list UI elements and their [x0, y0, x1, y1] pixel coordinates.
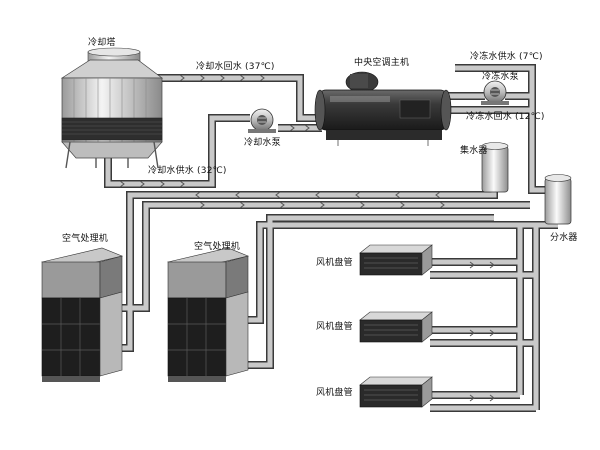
label-fcu-1: 风机盘管 [316, 258, 353, 268]
label-distributor: 分水器 [550, 233, 578, 243]
fan-coil-icon [359, 244, 433, 276]
label-fcu-2: 风机盘管 [316, 322, 353, 332]
fan-coil-icon [359, 376, 433, 408]
air-handler-icon [41, 247, 123, 382]
label-cooling-return: 冷却水回水 (37℃) [196, 62, 275, 72]
fan-coil-icon [359, 311, 433, 343]
label-chilled-return: 冷冻水回水 (12℃) [466, 112, 545, 122]
pump-icon [248, 108, 276, 133]
collector-tank [481, 142, 509, 193]
label-cooling-supply: 冷却水供水 (32℃) [148, 166, 227, 176]
label-ahu-1: 空气处理机 [62, 234, 109, 244]
label-chilled-pump: 冷冻水泵 [482, 72, 519, 82]
label-fcu-3: 风机盘管 [316, 388, 353, 398]
flow-arrow-icon [119, 74, 495, 402]
chiller-icon [314, 71, 452, 146]
cooling-tower-icon [60, 47, 164, 169]
label-chiller: 中央空调主机 [354, 58, 410, 68]
label-collector: 集水器 [460, 146, 488, 156]
label-cooling-pump: 冷却水泵 [244, 138, 281, 148]
label-chilled-supply: 冷冻水供水 (7℃) [470, 52, 543, 62]
label-ahu-2: 空气处理机 [194, 242, 241, 252]
label-cooling-tower: 冷却塔 [88, 38, 116, 48]
air-handler-icon [167, 247, 249, 382]
pump-icon [481, 80, 509, 105]
distributor-tank [544, 174, 572, 225]
